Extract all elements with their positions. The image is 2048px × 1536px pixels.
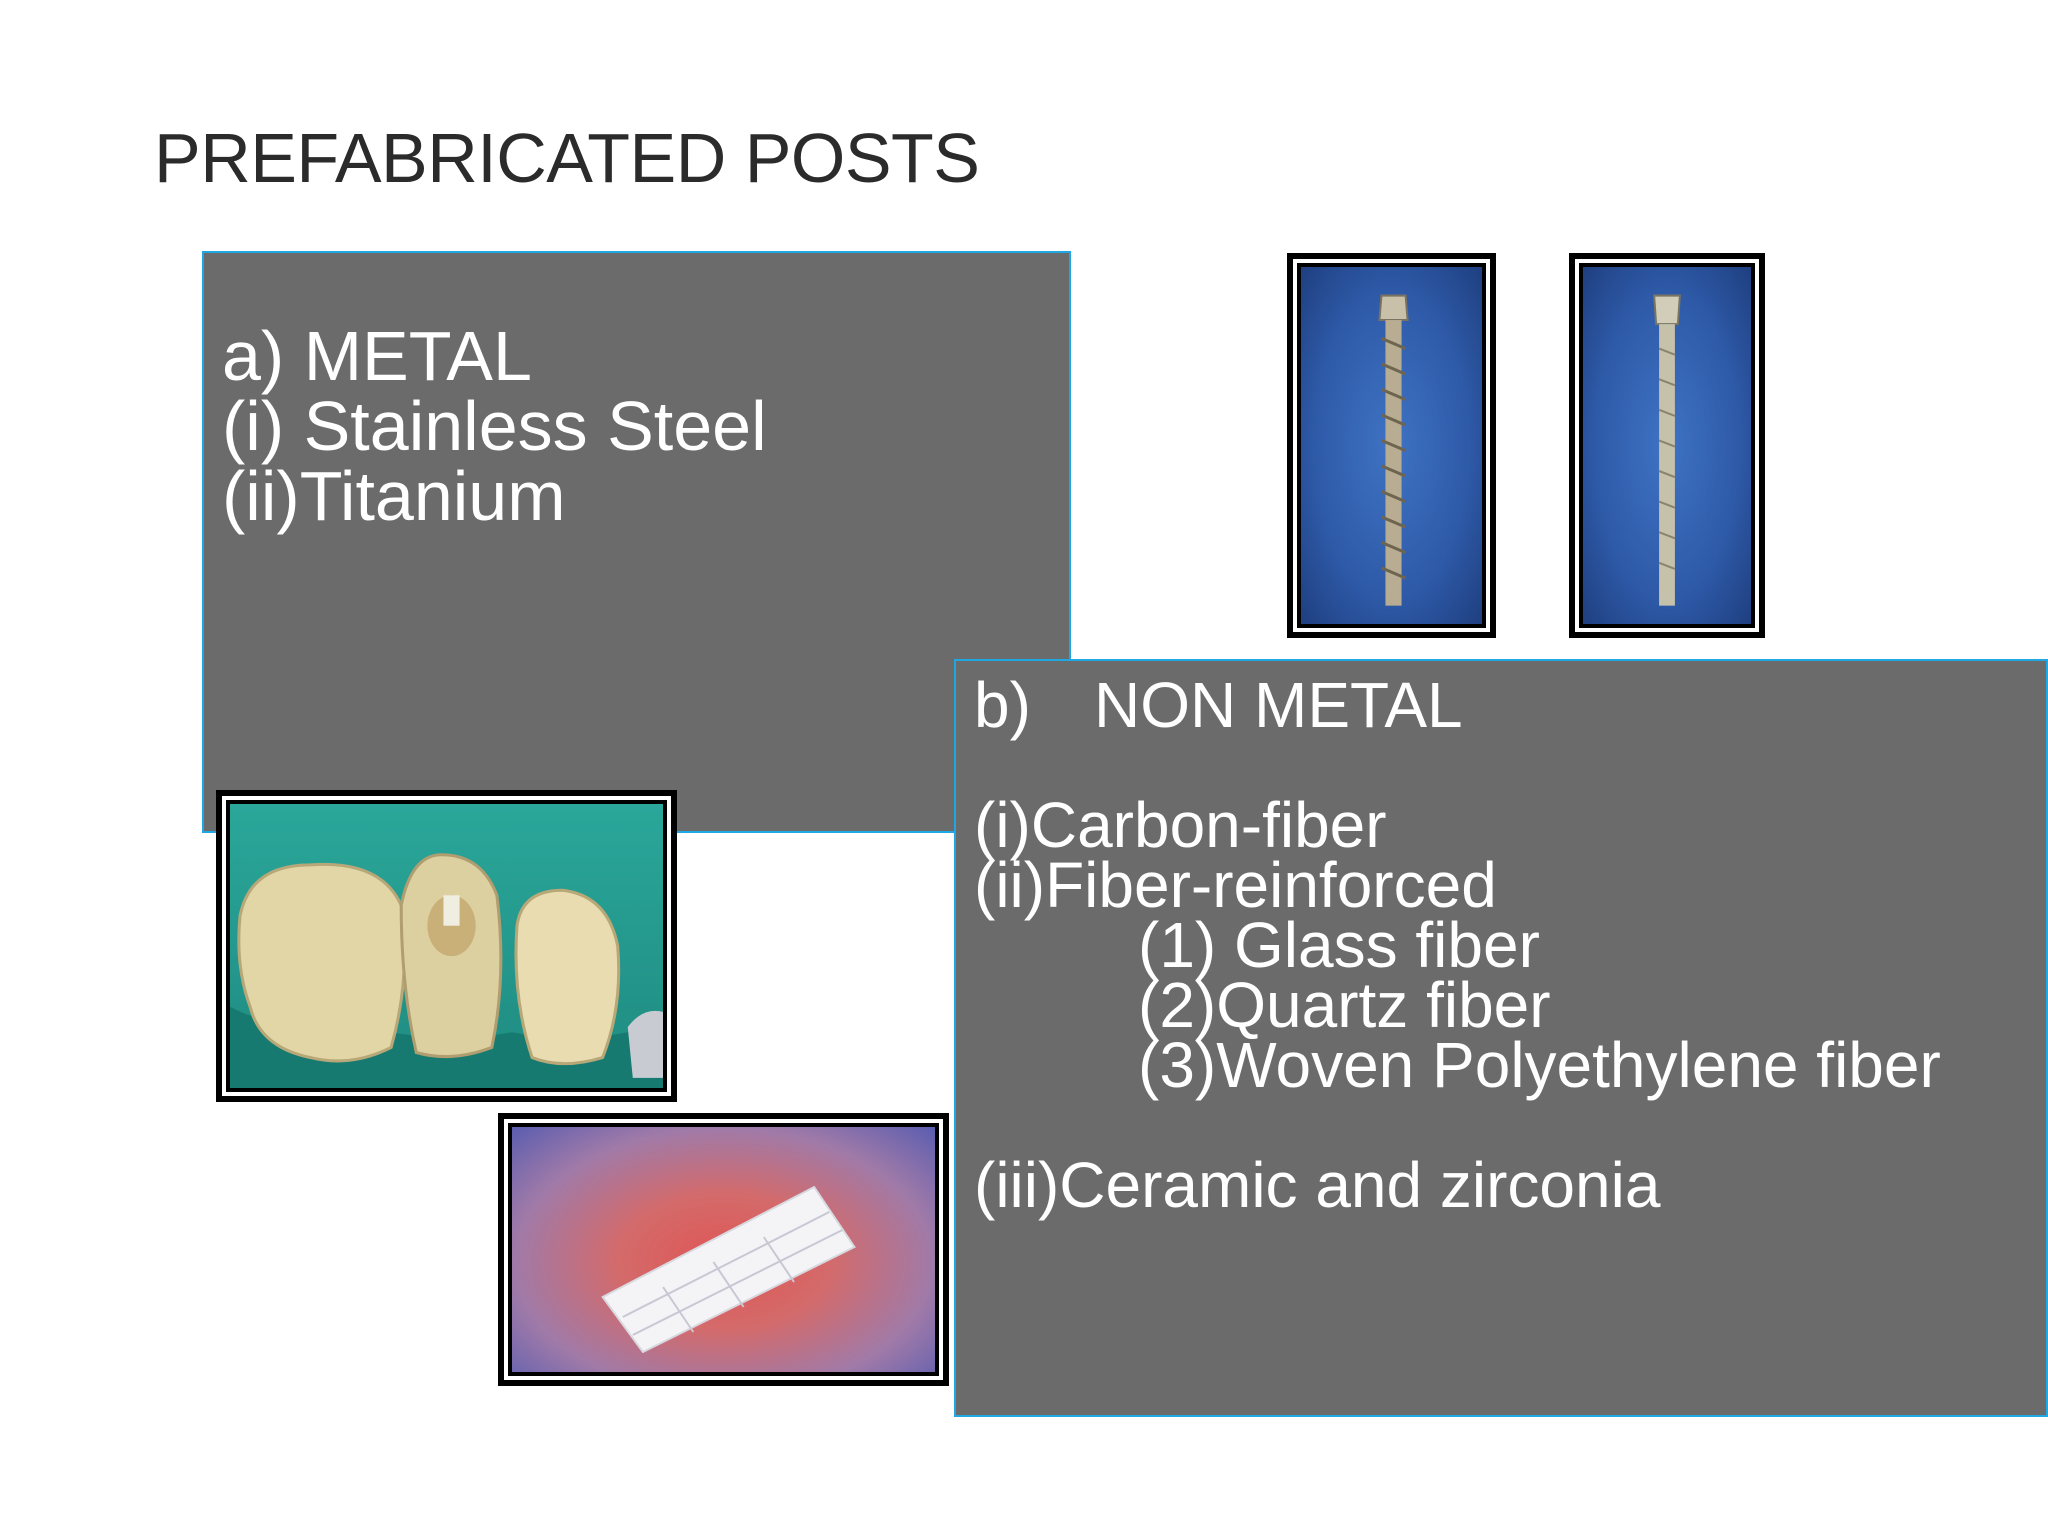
- non-metal-heading-row: b) NON METAL: [974, 669, 1941, 741]
- slide-title: PREFABRICATED POSTS: [154, 119, 980, 197]
- non-metal-item-carbon: (i)Carbon-fiber: [974, 789, 1387, 861]
- sub-item-woven-polyethylene: (3)Woven Polyethylene fiber: [1138, 1029, 1941, 1101]
- metal-item-stainless: (i) Stainless Steel: [222, 387, 767, 465]
- non-metal-heading: NON METAL: [1094, 669, 1463, 741]
- non-metal-item-ceramic: (iii)Ceramic and zirconia: [974, 1149, 1661, 1221]
- stainless-steel-post-image: [1287, 253, 1496, 638]
- woven-fiber-image: [498, 1113, 949, 1386]
- titanium-post-image: [1569, 253, 1765, 638]
- non-metal-label: b): [974, 669, 1031, 741]
- sub-item-glass-fiber: (1) Glass fiber: [1138, 909, 1540, 981]
- teeth-with-post-image: [216, 790, 677, 1102]
- metal-item-titanium: (ii)Titanium: [222, 457, 566, 535]
- non-metal-item-fiber-reinforced: (ii)Fiber-reinforced: [974, 849, 1497, 921]
- sub-item-quartz-fiber: (2)Quartz fiber: [1138, 969, 1551, 1041]
- non-metal-panel: b) NON METAL (i)Carbon-fiber (ii)Fiber-re…: [954, 659, 2048, 1417]
- metal-heading: a) METAL: [222, 317, 532, 395]
- metal-panel: a) METAL (i) Stainless Steel (ii)Titaniu…: [202, 251, 1071, 833]
